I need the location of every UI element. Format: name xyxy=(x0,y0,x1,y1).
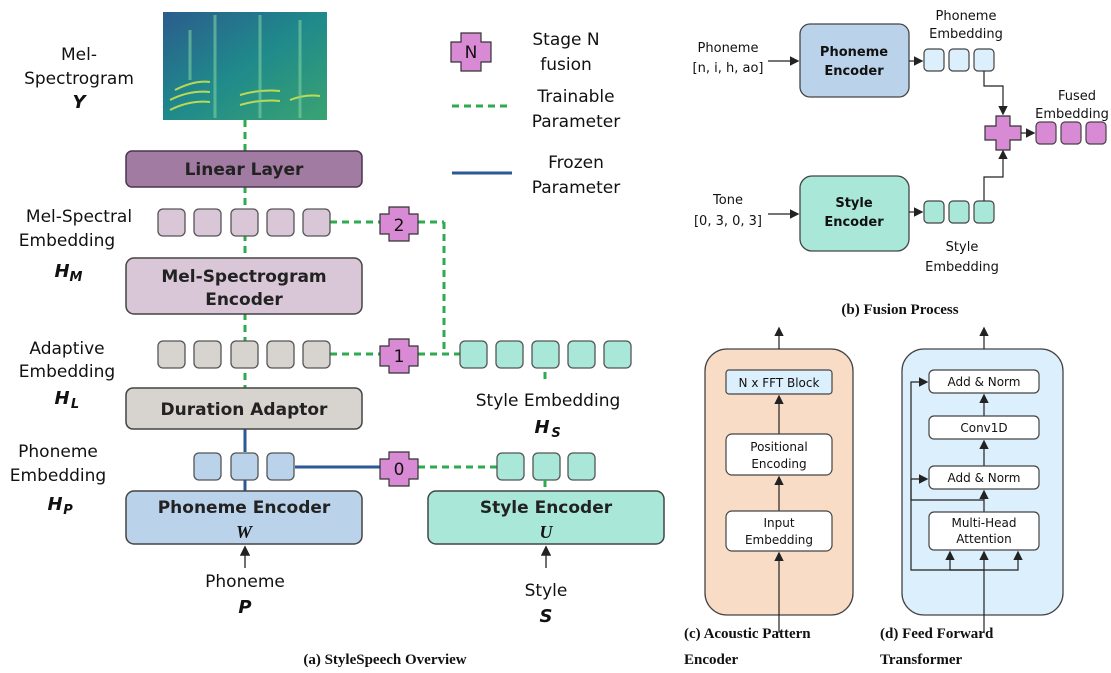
phoneme-embedding-row xyxy=(193,452,295,481)
style-embedding-row-fused xyxy=(459,340,632,369)
linear-layer-label: Linear Layer xyxy=(185,160,304,180)
style-embedding-label: Style Embedding xyxy=(476,391,621,411)
b-fused-2: Embedding xyxy=(1035,107,1109,122)
phoneme-input-symbol: P xyxy=(238,597,251,618)
legend-fusion-line1: Stage N xyxy=(532,30,599,50)
d-mha-1: Multi-Head xyxy=(951,516,1016,530)
caption-d-1: (d) Feed Forward xyxy=(880,626,994,642)
phoneme-emb-label-1: Phoneme xyxy=(18,442,98,462)
fusion-1-label: 1 xyxy=(394,347,405,367)
b-fused-1: Fused xyxy=(1058,89,1096,104)
phoneme-emb-symbol: H xyxy=(47,494,62,515)
mel-spectrogram-encoder-block: Mel-Spectrogram Encoder xyxy=(125,257,363,315)
c-pos-2: Encoding xyxy=(751,457,806,471)
legend-trainable-line2: Parameter xyxy=(532,112,620,132)
phoneme-emb-subscript: P xyxy=(63,503,73,518)
frozen-connections xyxy=(243,428,380,492)
b-fusion-node xyxy=(984,115,1022,151)
phoneme-input-label: Phoneme xyxy=(205,572,285,592)
b-style-emb-2: Embedding xyxy=(925,260,999,275)
legend-frozen-line2: Parameter xyxy=(532,178,620,198)
b-phoneme-emb-1: Phoneme xyxy=(936,9,997,24)
d-addnorm-top: Add & Norm xyxy=(948,375,1021,389)
mel-label-2: Spectrogram xyxy=(24,69,134,89)
d-mha-2: Attention xyxy=(956,532,1011,546)
phoneme-emb-label-2: Embedding xyxy=(10,466,106,486)
fusion-2-label: 2 xyxy=(394,216,405,236)
adaptive-subscript: L xyxy=(71,397,79,412)
duration-adaptor-block: Duration Adaptor xyxy=(125,387,363,430)
legend-fusion-symbol: N xyxy=(465,43,478,63)
mel-spectral-label-1: Mel-Spectral xyxy=(26,207,132,227)
b-phoneme-encoder-1: Phoneme xyxy=(820,45,888,60)
fusion-node-1: 1 xyxy=(379,338,419,374)
b-style-encoder-1: Style xyxy=(835,196,873,211)
caption-a: (a) StyleSpeech Overview xyxy=(303,652,466,668)
style-embedding-row xyxy=(496,452,596,481)
fusion-node-2: 2 xyxy=(379,206,419,242)
adaptive-label-1: Adaptive xyxy=(29,339,104,359)
trainable-connections xyxy=(243,120,547,469)
b-phoneme-encoder: Phoneme Encoder xyxy=(799,23,910,98)
style-encoder-symbol: U xyxy=(540,522,554,542)
mel-encoder-label-2: Encoder xyxy=(205,290,283,310)
c-pos-1: Positional xyxy=(750,440,807,454)
acoustic-pattern-encoder: N x FFT Block Positional Encoding Input … xyxy=(704,326,854,633)
phoneme-encoder-symbol: W xyxy=(236,522,254,542)
b-style-encoder: Style Encoder xyxy=(799,175,910,252)
style-input-label: Style xyxy=(525,581,568,601)
mel-symbol: Y xyxy=(72,92,87,113)
mel-spectral-symbol: H xyxy=(54,261,69,282)
mel-encoder-label-1: Mel-Spectrogram xyxy=(161,267,326,287)
b-phoneme-in-1: Phoneme xyxy=(698,41,759,56)
fusion-node-0: 0 xyxy=(379,451,419,487)
style-input-symbol: S xyxy=(540,606,553,627)
mel-spectral-embedding-row xyxy=(157,208,331,237)
b-style-emb-1: Style xyxy=(946,240,979,255)
b-phoneme-in-2: [n, i, h, ao] xyxy=(693,61,764,76)
linear-layer-block: Linear Layer xyxy=(125,150,363,188)
c-fft-label: N x FFT Block xyxy=(739,376,820,390)
duration-adaptor-label: Duration Adaptor xyxy=(161,400,328,420)
style-embedding-symbol: H xyxy=(534,417,549,438)
b-tone-1: Tone xyxy=(712,193,743,208)
mel-spectrogram-image xyxy=(163,12,327,120)
phoneme-encoder-block: Phoneme Encoder W xyxy=(125,490,363,545)
mel-label-1: Mel- xyxy=(61,45,97,65)
fusion-0-label: 0 xyxy=(394,460,405,480)
mel-spectral-label-2: Embedding xyxy=(19,231,115,251)
caption-d-2: Transformer xyxy=(880,652,963,668)
adaptive-embedding-row xyxy=(157,340,331,369)
style-encoder-block: Style Encoder U xyxy=(427,490,665,545)
legend-frozen-line1: Frozen xyxy=(548,153,604,173)
b-phoneme-emb-2: Embedding xyxy=(929,27,1003,42)
legend-trainable-line1: Trainable xyxy=(536,87,614,107)
style-encoder-label: Style Encoder xyxy=(480,498,613,518)
caption-c-2: Encoder xyxy=(684,652,739,668)
c-input-1: Input xyxy=(763,516,794,530)
b-tone-2: [0, 3, 0, 3] xyxy=(694,214,762,229)
legend-fusion-line2: fusion xyxy=(540,55,592,75)
mel-spectral-subscript: M xyxy=(70,270,83,285)
adaptive-label-2: Embedding xyxy=(19,362,115,382)
adaptive-symbol: H xyxy=(54,388,69,409)
d-conv1d: Conv1D xyxy=(960,421,1007,435)
caption-c-1: (c) Acoustic Pattern xyxy=(684,626,811,642)
caption-b: (b) Fusion Process xyxy=(841,302,958,318)
feed-forward-transformer: Add & Norm Conv1D Add & Norm Multi-Head … xyxy=(901,326,1064,633)
phoneme-encoder-label: Phoneme Encoder xyxy=(158,498,331,518)
c-input-2: Embedding xyxy=(745,533,813,547)
style-embedding-subscript: S xyxy=(551,426,560,441)
b-style-encoder-2: Encoder xyxy=(824,215,884,230)
legend: N Stage N fusion Trainable Parameter Fro… xyxy=(450,30,620,198)
b-phoneme-encoder-2: Encoder xyxy=(824,64,884,79)
d-addnorm-bottom: Add & Norm xyxy=(948,471,1021,485)
